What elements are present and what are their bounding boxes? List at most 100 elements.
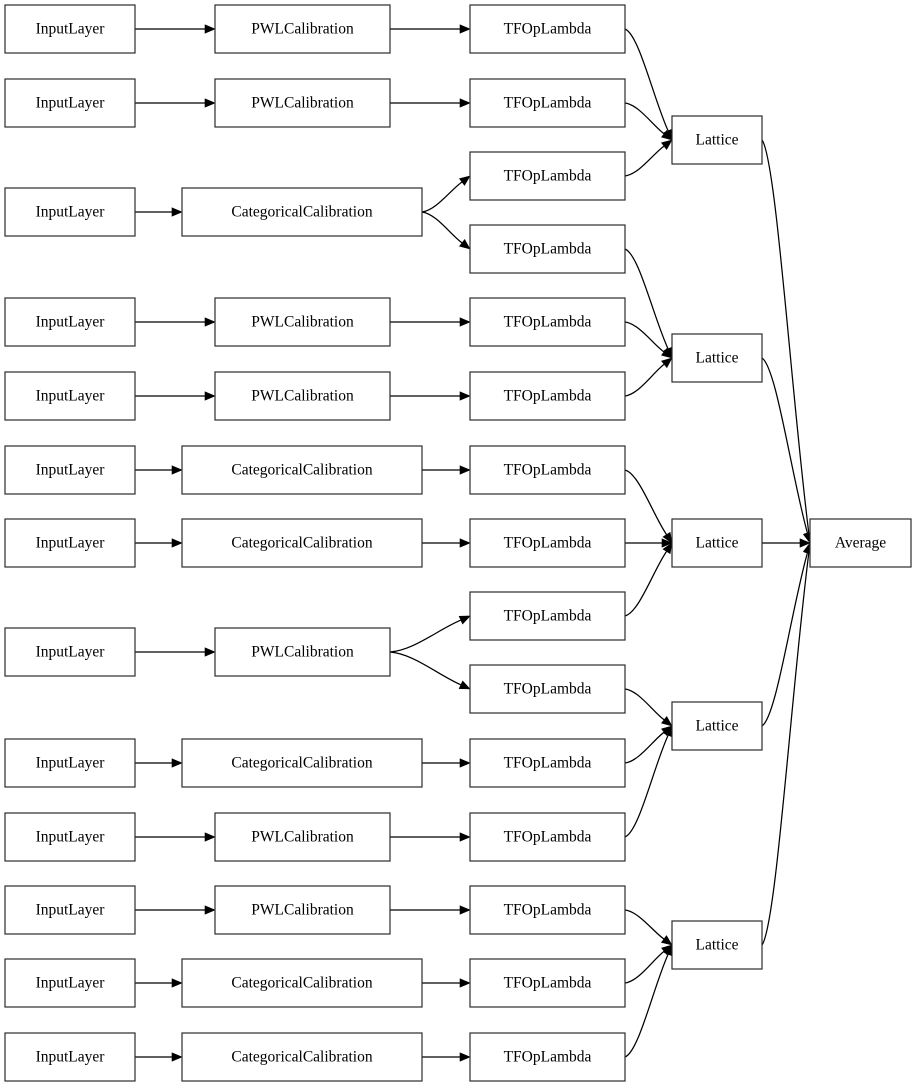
node-box[interactable] <box>4 445 136 495</box>
node-tfop-lambda[interactable]: TFOpLambda <box>469 4 626 54</box>
node-lattice[interactable]: Lattice <box>671 920 763 970</box>
node-pwlcalibration[interactable]: PWLCalibration <box>214 4 391 54</box>
node-box[interactable] <box>671 518 763 568</box>
node-box[interactable] <box>214 371 391 421</box>
node-box[interactable] <box>181 445 423 495</box>
node-box[interactable] <box>214 297 391 347</box>
arrowhead-icon <box>459 465 471 475</box>
node-box[interactable] <box>4 812 136 862</box>
node-box[interactable] <box>4 78 136 128</box>
node-box[interactable] <box>4 518 136 568</box>
node-box[interactable] <box>4 1032 136 1082</box>
node-pwlcalibration[interactable]: PWLCalibration <box>214 371 391 421</box>
node-box[interactable] <box>469 1032 626 1082</box>
node-box[interactable] <box>469 445 626 495</box>
node-box[interactable] <box>469 78 626 128</box>
node-pwlcalibration[interactable]: PWLCalibration <box>214 297 391 347</box>
node-box[interactable] <box>671 333 763 383</box>
node-tfop-lambda[interactable]: TFOpLambda <box>469 664 626 714</box>
node-categorical-calibration[interactable]: CategoricalCalibration <box>181 187 423 237</box>
node-box[interactable] <box>469 664 626 714</box>
node-tfop-lambda[interactable]: TFOpLambda <box>469 518 626 568</box>
node-input-layer[interactable]: InputLayer <box>4 445 136 495</box>
node-box[interactable] <box>469 738 626 788</box>
node-input-layer[interactable]: InputLayer <box>4 958 136 1008</box>
node-lattice[interactable]: Lattice <box>671 518 763 568</box>
node-box[interactable] <box>671 701 763 751</box>
node-box[interactable] <box>214 885 391 935</box>
node-label: Lattice <box>695 132 738 149</box>
node-lattice[interactable]: Lattice <box>671 333 763 383</box>
node-box[interactable] <box>214 812 391 862</box>
node-box[interactable] <box>469 518 626 568</box>
node-tfop-lambda[interactable]: TFOpLambda <box>469 297 626 347</box>
node-box[interactable] <box>4 738 136 788</box>
node-box[interactable] <box>469 812 626 862</box>
edge-lattice-to-average <box>761 542 814 946</box>
node-box[interactable] <box>469 151 626 201</box>
node-pwlcalibration[interactable]: PWLCalibration <box>214 812 391 862</box>
node-box[interactable] <box>671 115 763 165</box>
node-box[interactable] <box>4 885 136 935</box>
node-box[interactable] <box>214 627 391 677</box>
node-input-layer[interactable]: InputLayer <box>4 812 136 862</box>
node-box[interactable] <box>809 518 912 568</box>
node-box[interactable] <box>4 187 136 237</box>
node-box[interactable] <box>671 920 763 970</box>
node-box[interactable] <box>469 224 626 274</box>
node-tfop-lambda[interactable]: TFOpLambda <box>469 812 626 862</box>
node-input-layer[interactable]: InputLayer <box>4 885 136 935</box>
node-input-layer[interactable]: InputLayer <box>4 1032 136 1082</box>
node-input-layer[interactable]: InputLayer <box>4 4 136 54</box>
node-input-layer[interactable]: InputLayer <box>4 371 136 421</box>
node-lattice[interactable]: Lattice <box>671 701 763 751</box>
node-label: PWLCalibration <box>251 95 354 112</box>
node-box[interactable] <box>181 958 423 1008</box>
node-categorical-calibration[interactable]: CategoricalCalibration <box>181 445 423 495</box>
node-box[interactable] <box>469 297 626 347</box>
node-categorical-calibration[interactable]: CategoricalCalibration <box>181 1032 423 1082</box>
node-tfop-lambda[interactable]: TFOpLambda <box>469 151 626 201</box>
node-categorical-calibration[interactable]: CategoricalCalibration <box>181 738 423 788</box>
node-box[interactable] <box>4 297 136 347</box>
edge-tfop-lambda-to-lattice <box>624 139 673 177</box>
node-input-layer[interactable]: InputLayer <box>4 627 136 677</box>
node-box[interactable] <box>4 371 136 421</box>
node-box[interactable] <box>181 187 423 237</box>
node-categorical-calibration[interactable]: CategoricalCalibration <box>181 518 423 568</box>
node-box[interactable] <box>214 4 391 54</box>
node-input-layer[interactable]: InputLayer <box>4 78 136 128</box>
node-tfop-lambda[interactable]: TFOpLambda <box>469 885 626 935</box>
node-box[interactable] <box>214 78 391 128</box>
node-input-layer[interactable]: InputLayer <box>4 297 136 347</box>
node-pwlcalibration[interactable]: PWLCalibration <box>214 885 391 935</box>
node-box[interactable] <box>469 591 626 641</box>
node-tfop-lambda[interactable]: TFOpLambda <box>469 371 626 421</box>
node-box[interactable] <box>4 4 136 54</box>
node-box[interactable] <box>469 4 626 54</box>
node-input-layer[interactable]: InputLayer <box>4 738 136 788</box>
node-pwlcalibration[interactable]: PWLCalibration <box>214 627 391 677</box>
node-input-layer[interactable]: InputLayer <box>4 187 136 237</box>
node-box[interactable] <box>4 958 136 1008</box>
node-box[interactable] <box>469 958 626 1008</box>
node-tfop-lambda[interactable]: TFOpLambda <box>469 738 626 788</box>
node-categorical-calibration[interactable]: CategoricalCalibration <box>181 958 423 1008</box>
node-tfop-lambda[interactable]: TFOpLambda <box>469 958 626 1008</box>
node-box[interactable] <box>181 1032 423 1082</box>
node-box[interactable] <box>469 885 626 935</box>
node-tfop-lambda[interactable]: TFOpLambda <box>469 591 626 641</box>
node-pwlcalibration[interactable]: PWLCalibration <box>214 78 391 128</box>
node-lattice[interactable]: Lattice <box>671 115 763 165</box>
edge-input-layer-to-categorical-calibration <box>135 207 183 217</box>
node-box[interactable] <box>469 371 626 421</box>
node-box[interactable] <box>181 518 423 568</box>
node-tfop-lambda[interactable]: TFOpLambda <box>469 78 626 128</box>
node-tfop-lambda[interactable]: TFOpLambda <box>469 1032 626 1082</box>
node-tfop-lambda[interactable]: TFOpLambda <box>469 224 626 274</box>
node-input-layer[interactable]: InputLayer <box>4 518 136 568</box>
node-box[interactable] <box>4 627 136 677</box>
node-box[interactable] <box>181 738 423 788</box>
node-tfop-lambda[interactable]: TFOpLambda <box>469 445 626 495</box>
node-average[interactable]: Average <box>809 518 912 568</box>
